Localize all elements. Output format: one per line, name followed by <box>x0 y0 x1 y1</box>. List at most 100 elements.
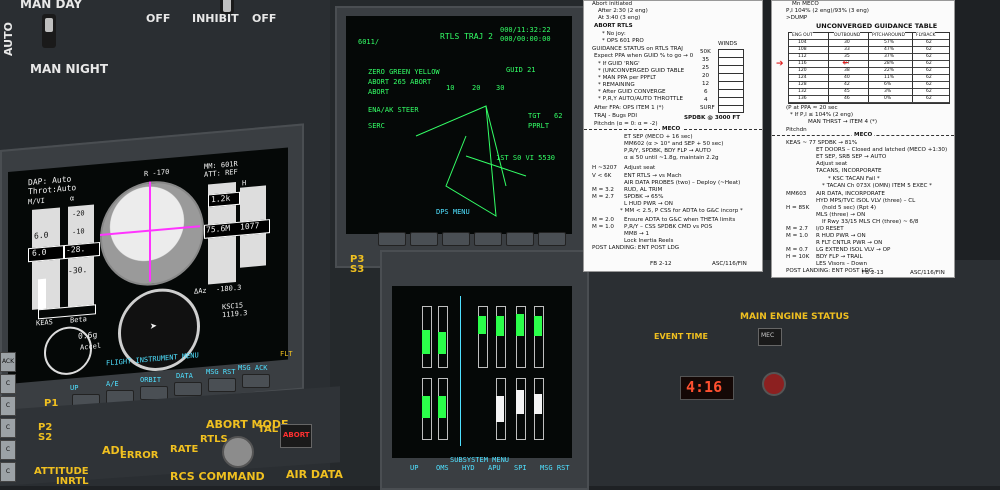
subsystem-divider <box>460 296 461 446</box>
cl-row-5-c2: 11% <box>884 75 895 80</box>
rtls-edge-key-3[interactable] <box>442 232 470 246</box>
cl-row-1-c1: 33 <box>844 47 850 52</box>
cl-row-2-c1: 35 <box>844 54 850 59</box>
rtls-edge-key-1[interactable] <box>378 232 406 246</box>
cl-right-line-3: Adjust seat <box>816 161 848 167</box>
cl-left-line-31: P,R/Y – CSS SPDBK CMD vs POS <box>624 224 713 230</box>
cl-winds-box <box>718 49 744 113</box>
pfd-edge-key-6[interactable] <box>242 374 270 388</box>
pfd-softkey-msgrst[interactable]: MSG RST <box>206 368 236 376</box>
event-time-label: EVENT TIME <box>654 332 708 341</box>
mec-button[interactable] <box>758 328 782 346</box>
rtls-num-1: 10 <box>446 84 455 92</box>
cl-right-line-17: LES Visors – Down <box>816 261 867 267</box>
rtls-edge-key-6[interactable] <box>538 232 566 246</box>
pfd-edge-key-4[interactable] <box>174 382 202 396</box>
inhibit-toggle-switch[interactable] <box>220 0 234 14</box>
accel-label: Accel <box>80 341 102 352</box>
gauge-fill-11 <box>534 394 542 414</box>
cl-winds-row-1: 50K <box>700 49 711 55</box>
air-data-label: AIR DATA <box>286 468 343 481</box>
keas-label: KEAS <box>36 318 53 328</box>
subsystem-softkey-oms[interactable]: OMS <box>436 464 449 472</box>
cl-left-footer-right: ASC/116/FIN <box>712 261 747 267</box>
abort-mode-knob[interactable] <box>222 436 254 468</box>
cl-right-line-10: MLS (three) → ON <box>816 212 866 218</box>
cl-left-line-26: RUD, AL TRIM <box>624 187 663 193</box>
cl-right-top-1: Mn MECO <box>792 1 819 7</box>
alpha-label: α <box>70 194 75 203</box>
cl-right-mid-2: * If P,I ≤ 104% (2 eng) <box>790 112 854 118</box>
side-tab-c3[interactable]: C <box>0 418 16 438</box>
cl-row-3-c1: 37 <box>844 61 850 66</box>
mvi-label: M/VI <box>28 196 45 207</box>
rtls-guid: GUID 21 <box>506 66 536 74</box>
cl-right-pitchdn: Pitchdn <box>786 127 807 133</box>
side-tab-c1[interactable]: C <box>0 374 16 394</box>
pos-label-p2: P2 <box>38 422 53 433</box>
cl-right-line-16: BDY FLP → TRAIL <box>816 254 863 260</box>
cl-winds-row-6: 6 <box>704 89 708 95</box>
rtls-edge-key-2[interactable] <box>410 232 438 246</box>
abort-button-label: ABORT <box>283 431 310 439</box>
pfd-softkey-up[interactable]: UP <box>70 384 79 392</box>
rcs-command-label: RCS COMMAND <box>170 470 265 483</box>
pfd-softkey-orbit[interactable]: ORBIT <box>140 376 162 384</box>
cl-right-line-18: POST LANDING: ENT POST LDG <box>786 268 874 274</box>
cl-right-col-1: MM603 <box>786 191 807 197</box>
cl-table-h-4: FLYBACK <box>916 32 936 39</box>
subsystem-softkey-up[interactable]: UP <box>410 464 419 472</box>
cl-left-line-18: MECO <box>660 126 683 133</box>
cl-row-8-c3: 62 <box>926 96 932 101</box>
main-engine-status-label: MAIN ENGINE STATUS <box>740 312 850 322</box>
mode-toggle-switch[interactable] <box>42 14 56 48</box>
mach-val-1: 6.0 <box>34 230 49 241</box>
rtls-edge-key-5[interactable] <box>506 232 534 246</box>
cl-row-1-c2: 47% <box>884 47 895 52</box>
cl-left-line-34: POST LANDING: ENT POST LDG <box>592 245 680 251</box>
cl-left-line-28: L HUD PWR → ON <box>624 201 673 207</box>
warning-knob[interactable] <box>762 372 786 396</box>
abort-mode-label: ABORT MODE <box>206 418 289 431</box>
rtls-num-3: 30 <box>496 84 505 92</box>
pos-label-s2: S2 <box>38 432 53 443</box>
cl-row-5-c1: 40 <box>844 75 850 80</box>
subsystem-softkey-apu[interactable]: APU <box>488 464 501 472</box>
cl-left-line-17: Pitchdn (α = 0: α = -2) <box>594 121 658 127</box>
cl-right-keas: KEAS ~ 77 SPDBK → 81% <box>786 140 858 146</box>
side-tab-c4[interactable]: C <box>0 440 16 460</box>
pfd-softkey-ae[interactable]: A/E <box>106 380 119 388</box>
cl-right-line-5: * KSC TACAN Fail * <box>828 176 880 182</box>
accel-val: 0.6g <box>78 330 98 341</box>
cl-row-5-c3: 62 <box>926 75 932 80</box>
cl-spdbk: SPDBK @ 3000 FT <box>684 115 741 121</box>
subsystem-softkey-spi[interactable]: SPI <box>514 464 527 472</box>
cl-left-line-22: α ≤ 50 until ~1.8g, maintain 2.2g <box>624 155 719 161</box>
pfd-softkey-msgack[interactable]: MSG ACK <box>238 364 268 372</box>
pos-label-p1: P1 <box>44 398 59 409</box>
cl-left-line-10: * (UNCONVERGED GUID TABLE <box>598 68 685 74</box>
gauge-fill-9 <box>496 396 504 422</box>
rtls-item-5: SERC <box>368 122 385 130</box>
rtls-edge-key-4[interactable] <box>474 232 502 246</box>
cl-winds-row-4: 20 <box>702 73 710 79</box>
abort-button[interactable] <box>280 424 312 448</box>
side-tab-c2[interactable]: C <box>0 396 16 416</box>
gauge-fill-3 <box>478 316 486 334</box>
gauge-outline-5 <box>516 306 526 368</box>
cl-row-7-c2: 3% <box>884 89 892 94</box>
side-tab-ack[interactable]: ACK <box>0 352 16 372</box>
gauge-fill-7 <box>422 396 430 418</box>
cl-left-col-6: M = 1.0 <box>592 224 614 230</box>
pfd-edge-key-5[interactable] <box>208 378 236 392</box>
cl-table-colsep-2 <box>868 32 869 102</box>
cl-row-6-c1: 42 <box>844 82 850 87</box>
rtls-num-2: 20 <box>472 84 481 92</box>
red-arrow-icon: ➔ <box>776 59 784 69</box>
subsystem-softkey-msgrst[interactable]: MSG RST <box>540 464 570 472</box>
pfd-softkey-data[interactable]: DATA <box>176 372 193 380</box>
subsystem-softkey-hyd[interactable]: HYD <box>462 464 475 472</box>
pfd-port-label: FLT <box>280 350 293 358</box>
cl-row-6-c3: 62 <box>926 82 932 87</box>
side-tab-c5[interactable]: C <box>0 462 16 482</box>
